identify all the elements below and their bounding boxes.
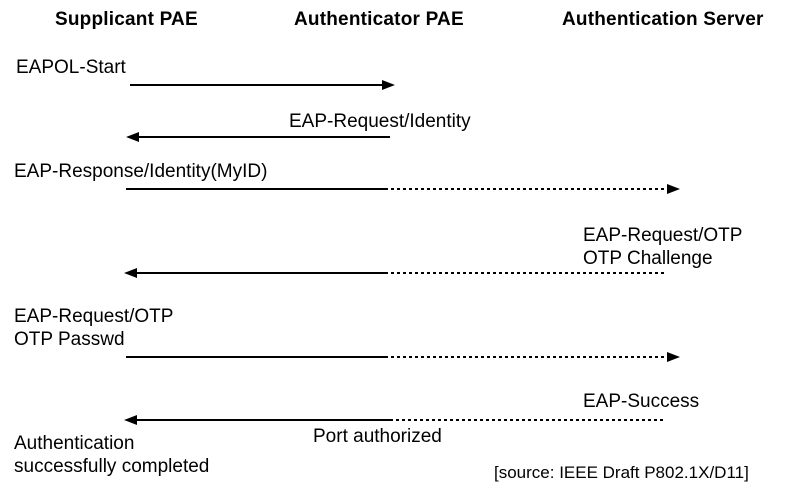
message-label-eapol-start: EAPOL-Start bbox=[16, 57, 126, 78]
message-label-eap-request-identity: EAP-Request/Identity bbox=[289, 111, 471, 132]
completion-label-line2: successfully completed bbox=[14, 456, 210, 477]
completion-label-line1: Authentication bbox=[14, 433, 135, 454]
arrow-solid-segment bbox=[135, 419, 390, 421]
arrow-dotted-segment bbox=[385, 356, 668, 358]
arrowhead-right-icon bbox=[382, 80, 395, 90]
arrow-solid-segment bbox=[130, 84, 384, 86]
message-label-eap-success: EAP-Success bbox=[583, 391, 700, 412]
arrowhead-left-icon bbox=[124, 415, 137, 425]
message-label-otp-passwd: OTP Passwd bbox=[14, 329, 125, 350]
arrow-dotted-segment bbox=[390, 419, 665, 421]
arrow-solid-segment bbox=[135, 272, 385, 274]
arrow-solid-segment bbox=[126, 356, 385, 358]
arrowhead-left-icon bbox=[124, 268, 137, 278]
arrow-dotted-segment bbox=[385, 188, 668, 190]
arrowhead-left-icon bbox=[126, 132, 139, 142]
arrowhead-right-icon bbox=[667, 184, 680, 194]
source-citation: [source: IEEE Draft P802.1X/D11] bbox=[494, 463, 749, 482]
column-header-authenticator-pae: Authenticator PAE bbox=[294, 9, 464, 30]
column-header-authentication-server: Authentication Server bbox=[562, 9, 764, 30]
message-label-otp-challenge: OTP Challenge bbox=[583, 248, 713, 269]
column-header-supplicant-pae: Supplicant PAE bbox=[55, 9, 198, 30]
arrow-solid-segment bbox=[137, 136, 390, 138]
message-label-eap-response-identity: EAP-Response/Identity(MyID) bbox=[14, 161, 268, 182]
message-label-eap-request-otp-2: EAP-Request/OTP bbox=[14, 306, 174, 327]
arrow-dotted-segment bbox=[385, 272, 665, 274]
arrowhead-right-icon bbox=[667, 352, 680, 362]
port-authorized-label: Port authorized bbox=[313, 426, 442, 447]
arrow-solid-segment bbox=[126, 188, 385, 190]
message-label-eap-request-otp: EAP-Request/OTP bbox=[583, 225, 743, 246]
